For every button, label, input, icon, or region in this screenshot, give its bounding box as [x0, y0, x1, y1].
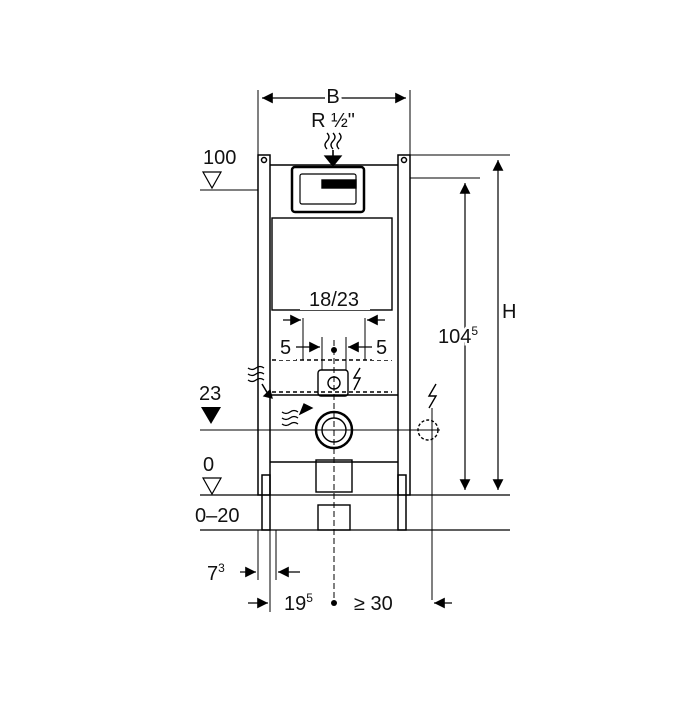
dim-width-label: B — [326, 86, 339, 108]
level-marker-inlet: 23 — [199, 383, 221, 424]
offset-right-label: 5 — [376, 337, 387, 359]
axis-offset-label: 195 — [284, 591, 313, 615]
flush-plate-opening — [290, 165, 366, 214]
level-marker-floor: 0 — [201, 454, 223, 496]
offset-left-label: 5 — [280, 337, 291, 359]
outlet-range-label: 18/23 — [309, 289, 359, 311]
foot-offset-label: 73 — [207, 561, 225, 585]
dim-height-label: H — [502, 301, 516, 323]
level-top-label: 100 — [203, 147, 236, 169]
min-distance-label: ≥ 30 — [354, 593, 393, 615]
dim-frame-height-label: 1045 — [438, 324, 478, 348]
electric-icon — [427, 383, 438, 409]
floor-range-label: 0–20 — [195, 505, 240, 527]
water-supply-icon — [323, 132, 343, 168]
level-marker-icon — [201, 171, 223, 190]
electric-icon — [352, 367, 362, 391]
drain-icon — [247, 365, 314, 427]
cistern — [271, 165, 393, 393]
frame-foot-left — [261, 474, 271, 531]
frame-foot-right — [397, 474, 407, 531]
supply-label: R ½" — [311, 110, 355, 132]
frame-post-right — [397, 154, 411, 496]
level-inlet-label: 23 — [199, 383, 221, 405]
level-floor-label: 0 — [203, 454, 214, 476]
frame-post-left — [257, 154, 271, 496]
level-marker-top: 100 — [201, 147, 236, 190]
